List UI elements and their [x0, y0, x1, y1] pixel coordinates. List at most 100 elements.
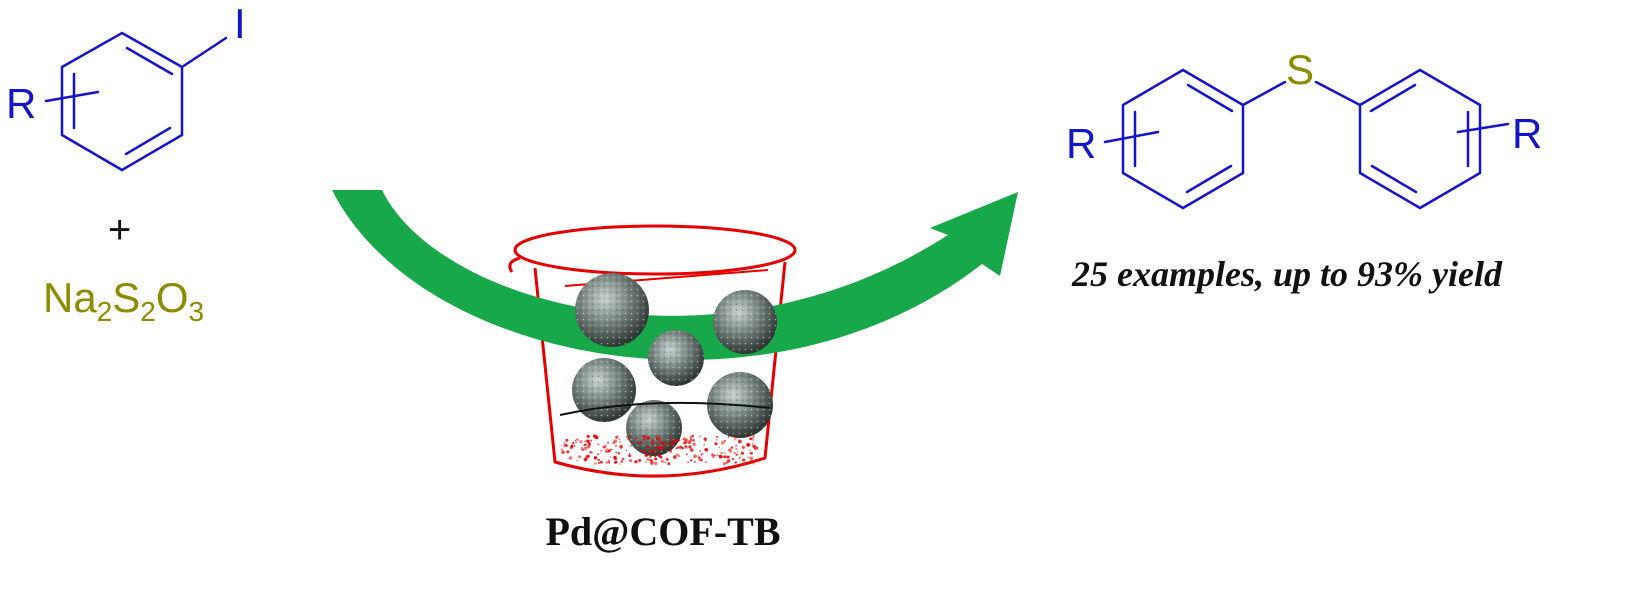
sediment-dot — [689, 436, 693, 440]
product-right-substituent: R — [1512, 110, 1542, 157]
sediment-dot — [560, 448, 564, 451]
catalyst-spheres — [572, 273, 777, 456]
sediment-dot — [578, 455, 582, 459]
sediment-dot — [688, 445, 692, 449]
sediment-dot — [699, 435, 701, 438]
sediment-dot — [581, 448, 585, 452]
sediment-dot — [642, 437, 646, 441]
sediment-dot — [657, 450, 659, 453]
sediment-dot — [701, 452, 704, 455]
sediment-dot — [619, 445, 623, 449]
sediment-dot — [655, 435, 658, 438]
sediment-dot — [620, 459, 624, 463]
sediment-dot — [718, 446, 721, 449]
sediment-dot — [628, 454, 632, 458]
sediment-dot — [739, 456, 742, 458]
sediment-dot — [733, 438, 736, 441]
sediment-dot — [657, 436, 660, 439]
sediment-dot — [561, 461, 565, 465]
iodine-label: I — [234, 0, 246, 47]
sediment-dot — [597, 462, 600, 464]
sediment-dot — [571, 441, 575, 445]
diaryl-sulfide-structure — [1103, 68, 1510, 210]
sediment-dot — [586, 439, 590, 443]
sediment-dot — [566, 450, 570, 454]
sediment-dot — [683, 440, 688, 445]
sediment-dot — [573, 445, 576, 447]
sediment-dot — [615, 444, 618, 447]
sediment-dot — [673, 455, 677, 459]
beaker-rim-back — [513, 224, 797, 276]
sediment-dot — [604, 450, 608, 454]
sediment-dot — [746, 443, 750, 447]
c-s-bond-right — [1314, 80, 1362, 107]
sediment-dot — [639, 449, 643, 453]
sediment-dot — [749, 437, 752, 441]
sediment-dot — [606, 441, 610, 445]
benzene-ring-reactant — [60, 31, 184, 172]
curved-arrow-icon — [332, 190, 1018, 361]
sodium-thiosulfate-label: Na2S2O3 — [43, 274, 204, 327]
sediment-dot — [619, 441, 621, 443]
sediment-dot — [644, 453, 648, 458]
sediment-dot — [652, 449, 656, 453]
sediment-dot — [750, 460, 753, 462]
sediment-dot — [752, 440, 754, 442]
sediment-dot — [584, 443, 587, 446]
sediment-dot — [586, 434, 590, 438]
sediment-dot — [615, 451, 618, 454]
catalyst-sphere-icon — [575, 273, 649, 347]
sediment-dot — [627, 437, 631, 441]
sediment-dot — [653, 461, 658, 466]
sediment-dot — [700, 454, 703, 456]
sediment-dot — [681, 446, 684, 450]
sediment-dot — [675, 453, 679, 456]
sediment-dot — [614, 461, 617, 465]
sediment-dot — [741, 445, 745, 449]
sediment-dot — [649, 455, 652, 458]
sediment-dot — [749, 449, 751, 452]
sediment-dot — [642, 450, 645, 453]
substituent-label: R — [6, 80, 36, 127]
sediment-dot — [562, 443, 566, 448]
sediment-dot — [720, 451, 723, 455]
sediment-dot — [564, 444, 567, 447]
sediment-dot — [618, 438, 621, 441]
sediment-dot — [587, 445, 591, 449]
sediment-dot — [651, 439, 654, 442]
catalyst-sediment — [560, 434, 759, 466]
sediment-dot — [664, 461, 667, 464]
sediment-dot — [735, 447, 738, 451]
sediment-dot — [682, 437, 685, 440]
sediment-dot — [736, 451, 739, 453]
sediment-dot — [629, 435, 632, 438]
sediment-dot — [720, 440, 725, 445]
sediment-dot — [652, 447, 656, 450]
benzene-ring-product-left — [1121, 68, 1245, 210]
beaker-liquid-line — [559, 401, 771, 416]
sediment-dot — [687, 461, 689, 464]
sediment-dot — [650, 461, 654, 465]
sediment-dot — [723, 439, 726, 443]
sediment-dot — [618, 463, 621, 465]
sediment-dot — [660, 459, 665, 464]
sediment-dot — [747, 435, 750, 438]
double-bond — [1370, 164, 1418, 194]
double-bond — [1185, 164, 1233, 194]
sediment-dot — [648, 450, 650, 453]
sediment-dot — [703, 444, 705, 446]
sediment-dot — [716, 438, 718, 441]
sediment-dot — [638, 442, 642, 446]
sediment-dot — [727, 436, 730, 438]
sediment-dot — [608, 461, 611, 464]
catalyst-sphere-icon — [572, 358, 636, 422]
sediment-dot — [651, 441, 653, 444]
sediment-dot — [697, 456, 701, 459]
substituent-bond-right — [1456, 122, 1510, 134]
sediment-dot — [666, 458, 669, 461]
sediment-dot — [631, 442, 634, 444]
catalyst-sphere-icon — [626, 400, 682, 456]
sediment-dot — [660, 441, 665, 446]
sediment-dot — [639, 443, 641, 445]
